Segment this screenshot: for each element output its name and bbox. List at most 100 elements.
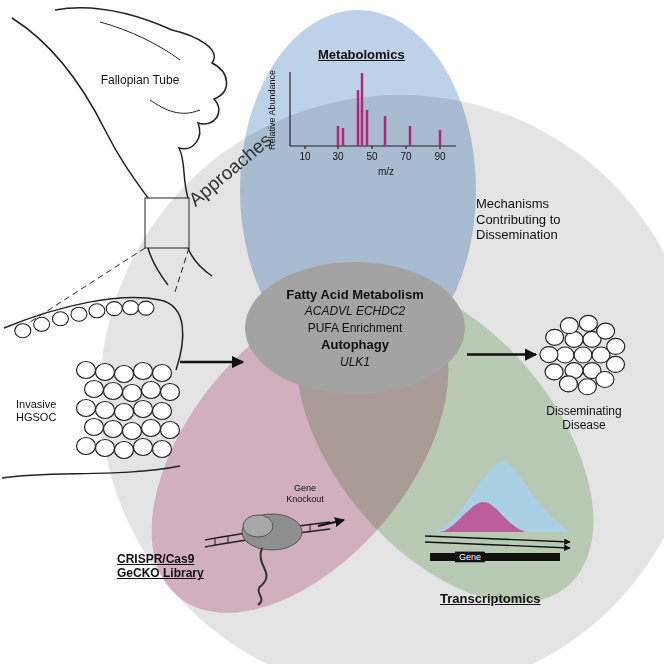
node-label: Fatty Acid Metabolism: [286, 287, 423, 303]
tick-label: 90: [434, 151, 445, 163]
tick-label: 10: [299, 151, 310, 163]
cell: [556, 347, 574, 363]
dna-rung: [215, 538, 216, 545]
ellipse-shape: [245, 262, 465, 394]
cell: [579, 315, 597, 331]
node-label: ACADVL ECHDC2: [305, 304, 405, 318]
crispr-illustration: [205, 514, 344, 605]
spectrum-peaks: [338, 73, 440, 146]
tube-wall: [12, 18, 148, 198]
tumor-cell: [134, 439, 153, 456]
fimbria-fold: [150, 100, 200, 113]
epithelial-cells: [15, 301, 154, 338]
read-line: [425, 536, 570, 542]
ellipse-shape: [239, 225, 652, 658]
tumor-cell: [104, 421, 123, 438]
tick: [371, 146, 372, 149]
flow-arrow: [467, 353, 536, 356]
tick-label: 30: [332, 151, 343, 163]
tumor-cell: [115, 366, 134, 383]
cas9-lobe: [243, 515, 273, 537]
node-label: PUFA Enrichment: [308, 321, 403, 335]
coverage-peak: [440, 502, 525, 532]
node-label: Autophagy: [321, 337, 389, 353]
tumor-cell: [96, 440, 115, 457]
structure-label: Fallopian Tube: [101, 73, 180, 87]
epithelial-cell: [71, 307, 87, 321]
transcriptomics-illustration: [425, 461, 570, 561]
peak: [361, 73, 364, 146]
tumor-cell: [85, 419, 104, 436]
x-axis: [290, 145, 456, 146]
tumor-cell: [77, 438, 96, 455]
tumor-cell: [96, 364, 115, 381]
peak: [384, 116, 387, 146]
cell: [607, 338, 625, 354]
node-label: Disseminating Disease: [539, 405, 629, 433]
epithelial-cell: [89, 304, 105, 318]
disseminating-cluster: Disseminating Disease: [538, 315, 630, 435]
tumor-cell: [161, 384, 180, 401]
dna-rung: [228, 536, 229, 543]
tick: [405, 146, 406, 149]
tumor-cell: [77, 362, 96, 379]
tumor-cell: [142, 382, 161, 399]
peak: [439, 130, 442, 146]
tumor-cell: [96, 402, 115, 419]
flow-arrow: [180, 361, 243, 364]
tick-label: 50: [366, 151, 377, 163]
guide-rna: [258, 548, 267, 605]
cell: [545, 364, 563, 380]
cell: [574, 347, 592, 363]
fimbria-fold: [100, 22, 180, 60]
tick-label: 70: [400, 151, 411, 163]
gene-bar: [430, 553, 560, 561]
epithelial-cell: [123, 301, 139, 315]
tick: [304, 146, 305, 149]
fallopian-tube: [2, 8, 227, 478]
tumor-cell: [77, 400, 96, 417]
read-line: [425, 542, 570, 548]
epithelial-cell: [138, 301, 154, 315]
tumor-cell: [115, 404, 134, 421]
tumor-cell: [142, 420, 161, 437]
tick: [337, 146, 338, 149]
tube-wall: [148, 248, 168, 285]
node-label: Metabolomics: [318, 47, 405, 63]
gene-label: Gene: [455, 552, 485, 563]
epithelial-cell: [52, 312, 68, 326]
node-label: ULK1: [340, 355, 370, 369]
node-label: Invasive HGSOC: [16, 398, 72, 423]
cell: [540, 347, 558, 363]
zoom-line: [30, 248, 145, 322]
mass-spectrum: [290, 72, 456, 149]
tumor-cluster: Invasive HGSOC: [8, 330, 178, 470]
tumor-cell: [123, 385, 142, 402]
tumor-cell: [153, 365, 172, 382]
node-label: CRISPR/Cas9 GeCKO Library: [117, 552, 217, 581]
tumor-cell: [104, 383, 123, 400]
node-label: Transcriptomics: [440, 591, 540, 607]
y-axis: [289, 72, 290, 146]
tumor-cell: [85, 381, 104, 398]
cell: [578, 379, 596, 395]
tube-wall: [188, 248, 212, 276]
process-label: Gene Knockout: [281, 483, 329, 505]
tumor-cell: [134, 363, 153, 380]
peak: [342, 128, 345, 146]
zoom-box: [145, 198, 189, 248]
cell: [596, 371, 614, 387]
peak: [409, 126, 412, 146]
epithelial-cell: [106, 302, 122, 316]
axis-title: Relative Abundance: [267, 70, 278, 150]
mechanism-note: Mechanisms Contributing to Dissemination: [476, 196, 581, 243]
tumor-cell: [134, 401, 153, 418]
dna-rung: [310, 525, 311, 532]
convergence-region: Fatty Acid MetabolismACADVL ECHDC2PUFA E…: [245, 262, 465, 394]
cell: [559, 376, 577, 392]
axis-title: m/z: [378, 166, 394, 178]
tumor-cell: [153, 403, 172, 420]
coverage-peak: [430, 461, 570, 532]
peak: [357, 90, 360, 146]
